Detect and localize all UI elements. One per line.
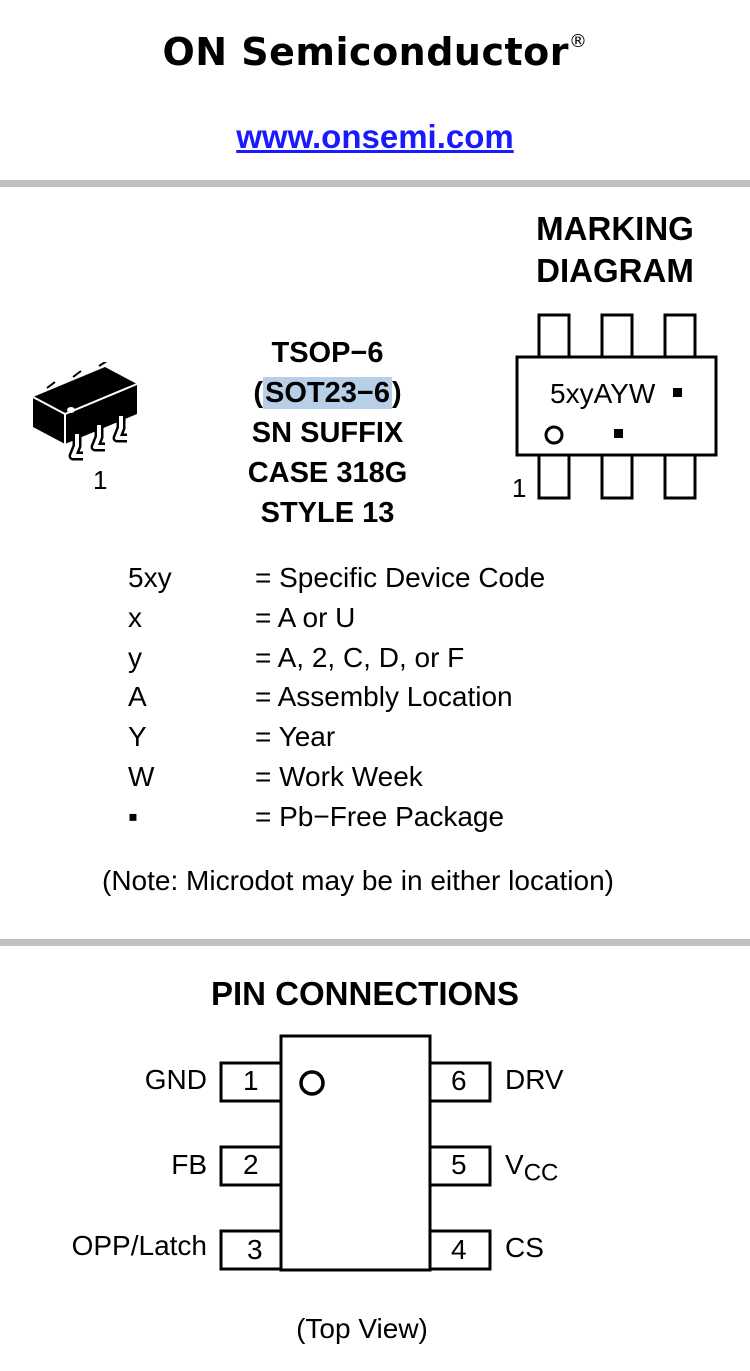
package-alt-name: (SOT23−6) — [253, 377, 402, 409]
marking-legend: 5xy= Specific Device Code x= A or U y= A… — [128, 558, 545, 837]
legend-row: y= A, 2, C, D, or F — [128, 641, 465, 673]
legend-row: x= A or U — [128, 601, 356, 633]
website-link[interactable]: www.onsemi.com — [236, 118, 514, 155]
pin-name-vcc: VCC — [505, 1149, 559, 1187]
legend-row: W= Work Week — [128, 760, 423, 792]
pin-number-6: 6 — [451, 1065, 467, 1096]
pin-number-1: 1 — [243, 1065, 259, 1096]
package-name: TSOP−6 — [271, 337, 384, 369]
brand-name: ON Semiconductor — [162, 30, 570, 74]
brand-title: ON Semiconductor® — [0, 30, 750, 74]
legend-row: 5xy= Specific Device Code — [128, 562, 546, 593]
package-suffix: SN SUFFIX — [251, 417, 404, 449]
pin-number-4: 4 — [451, 1234, 467, 1265]
pin-name-drv: DRV — [505, 1064, 564, 1095]
pin-connections-title: PIN CONNECTIONS — [210, 975, 520, 1012]
pin-name-gnd: GND — [144, 1064, 207, 1095]
pin-number-2: 2 — [243, 1149, 259, 1180]
pb-free-marker-icon — [673, 388, 682, 397]
registered-mark: ® — [569, 31, 588, 53]
legend-row: A= Assembly Location — [128, 681, 513, 713]
legend-row: Y= Year — [128, 721, 336, 753]
marking-diagram-title: MARKING DIAGRAM — [536, 210, 694, 289]
package-info: TSOP−6 (SOT23−6) SN SUFFIX CASE 318G STY… — [200, 333, 455, 533]
pin-name-cs: CS — [505, 1232, 544, 1263]
divider-bottom — [0, 939, 750, 946]
divider-top — [0, 180, 750, 187]
top-view-caption: (Top View) — [296, 1313, 428, 1344]
marking-pin1-label: 1 — [512, 473, 527, 503]
legend-row: ▪= Pb−Free Package — [128, 800, 505, 832]
pin-number-3: 3 — [247, 1234, 263, 1265]
pb-free-dot-icon — [614, 429, 623, 438]
microdot-note: (Note: Microdot may be in either locatio… — [102, 865, 614, 896]
package-style: STYLE 13 — [260, 497, 395, 529]
marking-diagram: 5xyAYW — [515, 313, 718, 500]
pin1-dot-icon — [299, 1070, 325, 1096]
package-3d-icon — [32, 362, 138, 461]
marking-code: 5xyAYW — [550, 378, 656, 409]
pinout-diagram — [219, 1034, 492, 1272]
package-pin1-label: 1 — [93, 465, 108, 495]
pin-name-opp-latch: OPP/Latch — [71, 1230, 207, 1261]
pin-number-5: 5 — [451, 1149, 467, 1180]
package-case: CASE 318G — [247, 457, 408, 489]
pin-name-fb: FB — [171, 1149, 207, 1180]
microdot-icon — [544, 425, 564, 445]
